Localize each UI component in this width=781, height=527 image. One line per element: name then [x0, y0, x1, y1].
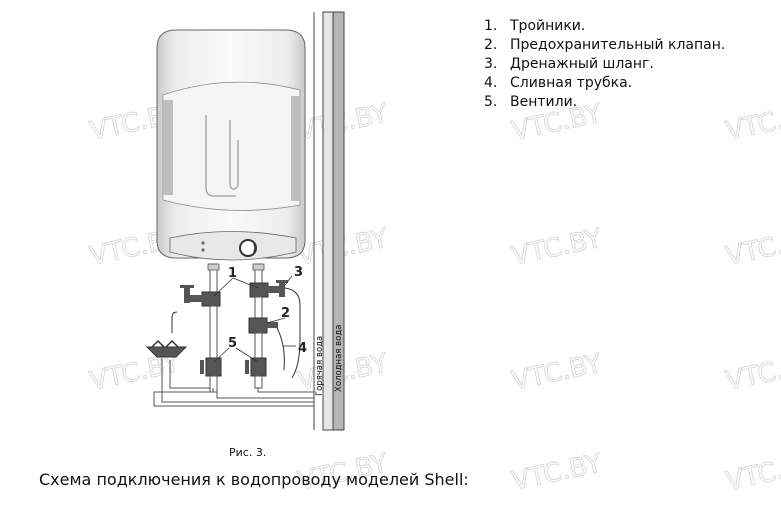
hot-water-pipe [180, 263, 222, 393]
legend-text: Предохранительный клапан. [510, 37, 726, 53]
watermark-text: VTC.BY [723, 449, 781, 497]
legend-item-1: 1. Тройники. [484, 17, 725, 36]
supply-lines [153, 358, 314, 407]
legend-number: 2. [484, 37, 498, 53]
legend-item-2: 2. Предохранительный клапан. [484, 36, 725, 55]
legend-number: 5. [484, 94, 498, 110]
legend-number: 3. [484, 56, 498, 72]
legend-number: 4. [484, 75, 498, 91]
callout-5: 5 [228, 336, 237, 351]
watermark-text: VTC.BY [723, 99, 781, 147]
legend-number: 1. [484, 18, 498, 34]
callout-1: 1 [228, 266, 237, 281]
figure-caption: Рис. 3. [229, 446, 267, 459]
section-heading: Схема подключения к водопроводу моделей … [39, 470, 469, 489]
callout-3: 3 [294, 265, 303, 280]
legend-text: Сливная трубка. [510, 75, 633, 91]
callout-2: 2 [281, 306, 290, 321]
legend-item-5: 5. Вентили. [484, 93, 725, 112]
legend-text: Дренажный шланг. [510, 56, 654, 72]
legend-item-4: 4. Сливная трубка. [484, 74, 725, 93]
watermark-text: VTC.BY [509, 349, 604, 397]
legend-item-3: 3. Дренажный шланг. [484, 55, 725, 74]
callout-4: 4 [298, 341, 307, 356]
legend-list: 1.Тройники. 2.Предохранительный клапан. … [484, 17, 725, 112]
cold-water-label: Холодная вода [334, 325, 344, 392]
wall [313, 11, 345, 431]
drain-funnel [145, 311, 188, 358]
water-heater [156, 29, 306, 261]
cold-water-pipe [245, 263, 288, 389]
watermark-text: VTC.BY [723, 349, 781, 397]
callout-lines [213, 275, 296, 363]
watermark-text: VTC.BY [723, 224, 781, 272]
watermark-text: VTC.BY [509, 224, 604, 272]
watermark-text: VTC.BY [509, 449, 604, 497]
hot-water-label: Горячая вода [315, 336, 325, 396]
drain-hoses [276, 287, 301, 379]
legend-text: Вентили. [510, 94, 578, 110]
legend-text: Тройники. [510, 18, 586, 34]
